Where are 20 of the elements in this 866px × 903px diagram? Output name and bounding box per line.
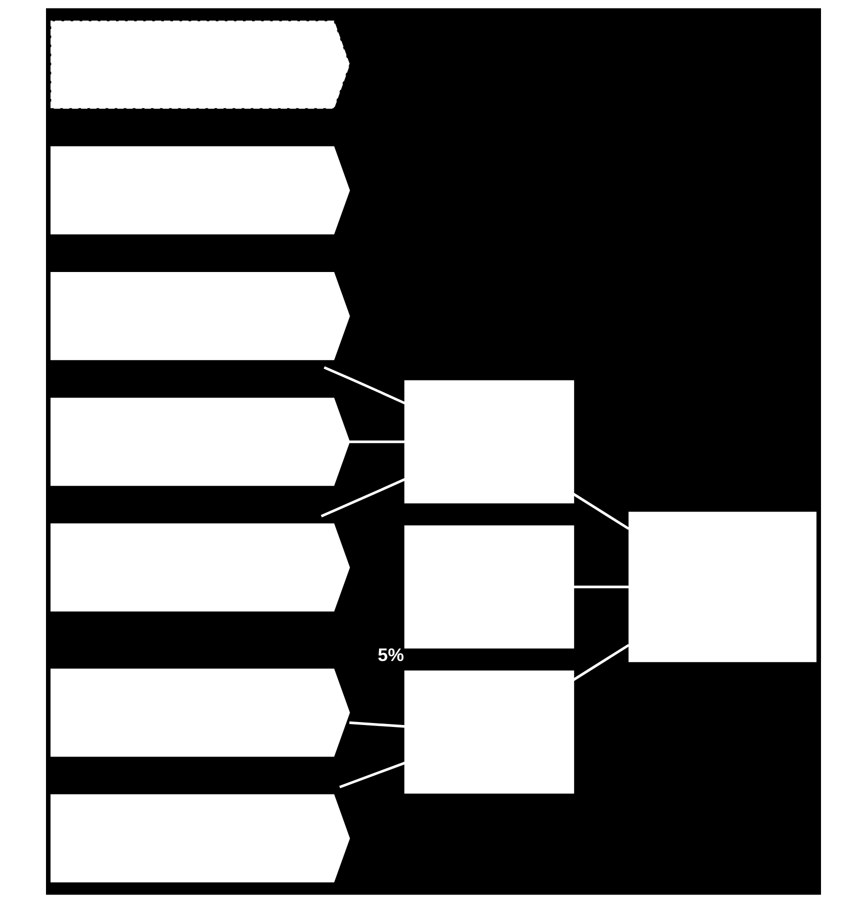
node-arrow [50,20,350,109]
connector [338,762,405,788]
node-box [404,525,574,648]
connector [572,586,628,588]
connector [323,366,405,404]
node-arrow [50,146,350,234]
connector [348,440,404,444]
connector [572,492,630,530]
connector [320,478,405,518]
node-box [404,670,574,794]
node-arrow [50,794,350,882]
node-label: 5% [377,645,404,666]
node-arrow [50,272,350,360]
node-arrow [50,523,350,612]
connector [572,644,629,681]
node-box [404,380,574,504]
node-arrow [50,398,350,486]
node-arrow [50,668,350,757]
connector [348,721,404,728]
node-box [628,512,816,662]
